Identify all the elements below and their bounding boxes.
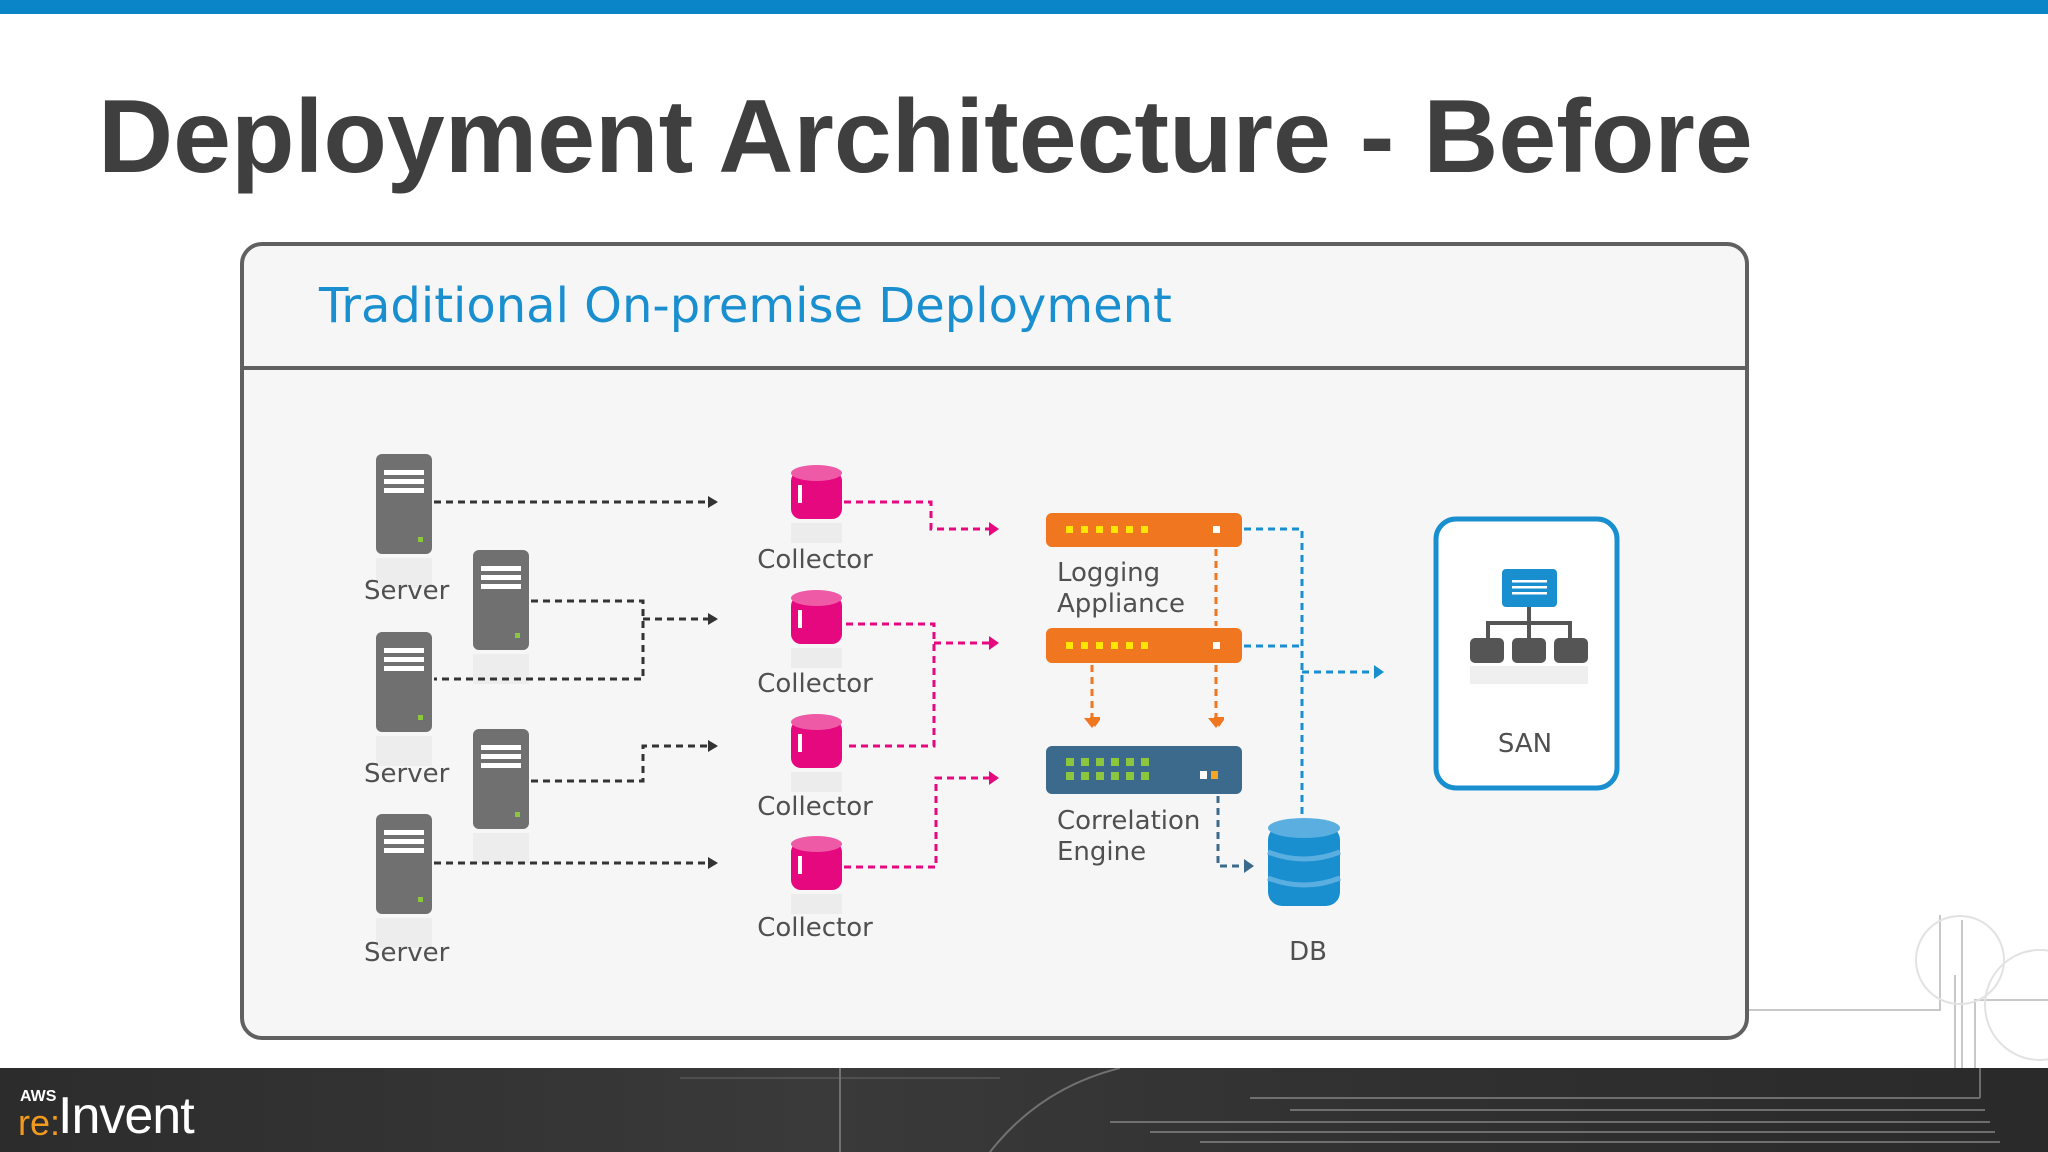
collector-icon <box>791 590 842 668</box>
panel-title: Traditional On-premise Deployment <box>318 278 1172 334</box>
footer-band: AWS re: Invent <box>0 1068 2048 1152</box>
server-label: Server <box>364 576 450 606</box>
network-storage-icon <box>1470 569 1588 684</box>
collector-label: Collector <box>757 913 873 943</box>
server-icon <box>376 454 432 588</box>
collector-to-appliance-connectors <box>844 500 999 869</box>
collector-label: Collector <box>757 669 873 699</box>
collector-icon <box>791 714 842 792</box>
decorative-circuit-lines <box>1749 915 2048 1068</box>
db-label: DB <box>1289 937 1327 967</box>
logo-re-text: re: <box>18 1102 61 1143</box>
server-label: Server <box>364 759 450 789</box>
appliance-to-storage-connectors <box>1244 527 1384 817</box>
logo-invent-text: Invent <box>58 1087 195 1145</box>
logging-appliance-label: Logging <box>1057 558 1160 588</box>
logging-appliance-label: Appliance <box>1057 589 1185 619</box>
server-icon <box>376 814 432 948</box>
database-icon <box>1267 818 1341 906</box>
server-icon <box>473 550 529 684</box>
arrow-head-icon <box>1208 718 1224 728</box>
collector-icon <box>791 836 842 914</box>
collector-label: Collector <box>757 792 873 822</box>
collector-icon <box>791 465 842 543</box>
server-icon <box>473 729 529 863</box>
server-icon <box>376 632 432 766</box>
arrow-head-icon <box>1084 718 1100 728</box>
page-title: Deployment Architecture - Before <box>98 79 1753 195</box>
server-to-collector-connectors <box>434 496 718 869</box>
logging-appliance-icon <box>1046 513 1242 663</box>
correlation-engine-label: Engine <box>1057 837 1146 867</box>
correlation-engine-icon <box>1046 746 1242 794</box>
san-label: SAN <box>1498 729 1552 759</box>
collector-label: Collector <box>757 545 873 575</box>
correlation-engine-label: Correlation <box>1057 806 1200 836</box>
logo-aws-text: AWS <box>20 1088 57 1105</box>
footer-decoration <box>680 1068 2000 1152</box>
appliance-to-engine-connectors <box>1092 549 1216 722</box>
server-label: Server <box>364 938 450 968</box>
top-accent-bar <box>0 0 2048 14</box>
